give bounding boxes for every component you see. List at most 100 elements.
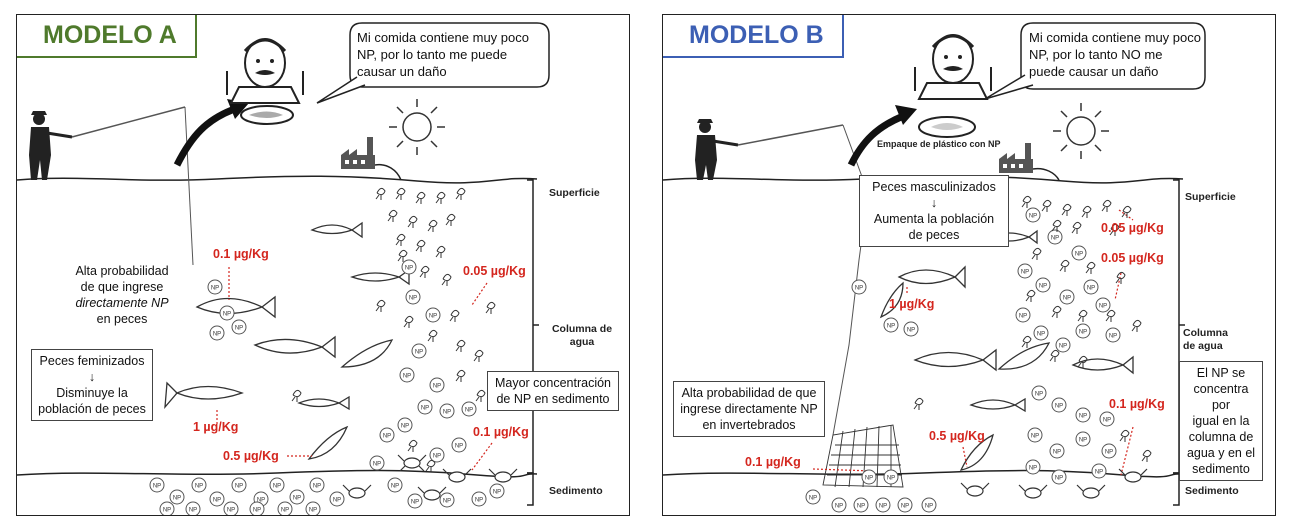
- np-particle-icon: [471, 491, 487, 507]
- np-particle-label: NP: [857, 504, 865, 510]
- dotted-pointer: [216, 267, 493, 471]
- fish-icon: [164, 381, 244, 409]
- np-particle-icon: [1075, 407, 1091, 423]
- np-particle-icon: [397, 417, 413, 433]
- box-line: concentra por: [1193, 382, 1249, 412]
- speech-text: Mi comida contiene muy poco NP, por lo t…: [1029, 30, 1201, 79]
- np-particle-icon: [1075, 431, 1091, 447]
- np-particle-label: NP: [907, 328, 915, 334]
- np-particle-label: NP: [223, 312, 231, 318]
- np-particle-icon: [1033, 325, 1049, 341]
- np-particle-icon: [861, 469, 877, 485]
- np-particle-icon: [1017, 263, 1033, 279]
- shrimp-icon: [407, 215, 418, 228]
- np-particle-label: NP: [333, 498, 341, 504]
- np-particle-icon: [379, 427, 395, 443]
- shrimp-icon: [1105, 309, 1116, 322]
- np-particle-icon: [411, 343, 427, 359]
- fisherman-icon: [695, 119, 869, 436]
- np-particle-label: NP: [403, 374, 411, 380]
- shrimp-icon: [1077, 355, 1088, 368]
- np-particle-icon: [191, 477, 207, 493]
- box-line: población de peces: [38, 402, 146, 416]
- np-particle-label: NP: [433, 384, 441, 390]
- np-particle-label: NP: [189, 508, 197, 514]
- np-particle-icon: [1035, 277, 1051, 293]
- np-particle-label: NP: [879, 504, 887, 510]
- np-particle-icon: [1031, 385, 1047, 401]
- sediment-bracket: [527, 472, 534, 506]
- np-particle-label: NP: [443, 499, 451, 505]
- np-particle-icon: [209, 491, 225, 507]
- np-particle-label: NP: [213, 498, 221, 504]
- zone-superficie: Superficie: [1185, 191, 1236, 203]
- shrimp-icon: [441, 273, 452, 286]
- np-particle-icon: [439, 492, 455, 508]
- np-particle-label: NP: [1029, 214, 1037, 220]
- np-particle-icon: [489, 483, 505, 499]
- np-particle-label: NP: [405, 266, 413, 272]
- np-particle-icon: [429, 447, 445, 463]
- np-particle-label: NP: [1039, 284, 1047, 290]
- np-particle-icon: [805, 489, 821, 505]
- shrimp-icon: [1121, 205, 1132, 218]
- shrimp-icon: [449, 309, 460, 322]
- box-line: de peces: [908, 228, 960, 242]
- shrimp-icon: [485, 301, 496, 314]
- np-particle-icon: [401, 259, 417, 275]
- concentration-label: 1 µg/Kg: [889, 297, 935, 311]
- zone-sedimento: Sedimento: [549, 485, 603, 497]
- shrimp-icon: [395, 233, 406, 246]
- np-particle-icon: [1025, 459, 1041, 475]
- np-particle-icon: [1101, 443, 1117, 459]
- factory-icon: [999, 143, 1060, 181]
- sun-icon: [389, 99, 445, 155]
- np-particle-icon: [369, 455, 385, 471]
- zone-columna-agua: Columna de agua: [1183, 327, 1228, 352]
- shrimp-icon: [1115, 271, 1126, 284]
- np-particle-icon: [875, 497, 891, 513]
- crab-icon: [397, 454, 427, 472]
- np-particle-icon: [1015, 307, 1031, 323]
- np-particle-label: NP: [925, 504, 933, 510]
- model-title: MODELO B: [663, 15, 844, 58]
- np-particle-icon: [1049, 443, 1065, 459]
- speech-bubble-shape: [349, 22, 550, 88]
- box-line: El NP se: [1196, 366, 1246, 380]
- np-particle-label: NP: [1053, 450, 1061, 456]
- np-particle-label: NP: [455, 444, 463, 450]
- shrimp-icon: [387, 209, 398, 222]
- np-particle-label: NP: [173, 496, 181, 502]
- np-particle-icon: [1105, 327, 1121, 343]
- shrimp-icon: [1101, 199, 1112, 212]
- np-particle-label: NP: [235, 326, 243, 332]
- np-particle-icon: [1059, 289, 1075, 305]
- concentration-label: 0.05 µg/Kg: [1101, 251, 1164, 265]
- sediment-line: [17, 469, 538, 478]
- np-particle-icon: [451, 437, 467, 453]
- equal-concentration-box: El NP se concentra por igual en la colum…: [1179, 361, 1263, 481]
- np-particle-icon: [159, 501, 175, 515]
- np-particle-label: NP: [1035, 392, 1043, 398]
- feminized-box: Peces feminizados ↓ Disminuye la poblaci…: [31, 349, 153, 421]
- concentration-label: 0.1 µg/Kg: [1109, 397, 1165, 411]
- np-particle-icon: [439, 403, 455, 419]
- np-particle-icon: [921, 497, 937, 513]
- shrimp-icon: [473, 349, 484, 362]
- sediment-bracket: [1173, 472, 1180, 506]
- np-particle-label: NP: [1079, 330, 1087, 336]
- shrimp-icon: [913, 397, 924, 410]
- np-particle-label: NP: [235, 484, 243, 490]
- fish-icon: [969, 397, 1026, 413]
- shrimp-icon: [475, 389, 486, 402]
- np-particle-icon: [209, 325, 225, 341]
- np-particle-icon: [1095, 297, 1111, 313]
- np-particle-label: NP: [1055, 404, 1063, 410]
- crab-icon: [1118, 468, 1148, 483]
- shrimp-icon: [1081, 205, 1092, 218]
- np-particle-icon: [883, 469, 899, 485]
- np-particle-icon: [277, 501, 293, 515]
- shrimp-icon: [455, 369, 466, 382]
- box-line: Disminuye la: [56, 386, 128, 400]
- shrimp-icon: [415, 239, 426, 252]
